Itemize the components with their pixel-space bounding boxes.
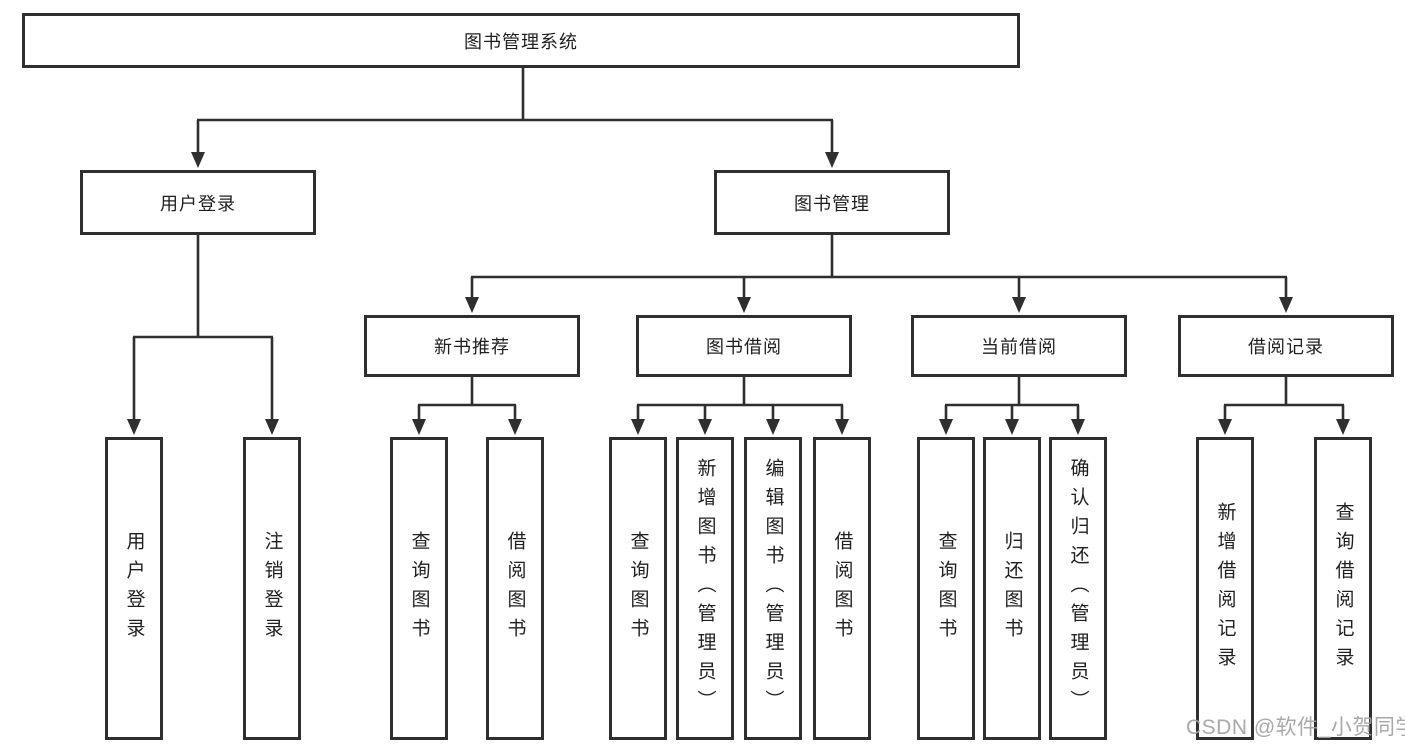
leaf-edit-book-admin: 编辑图书（管理员）	[744, 437, 802, 740]
leaf-return-book: 归还图书	[983, 437, 1041, 740]
node-user-login: 用户登录	[80, 170, 316, 235]
leaf-user-login: 用户登录	[105, 437, 163, 740]
watermark-text: CSDN @软件_小贺同学	[1186, 716, 1405, 739]
leaf-borrow-books: 借阅图书	[813, 437, 871, 740]
leaf-logout: 注销登录	[243, 437, 301, 740]
node-borrowing-records: 借阅记录	[1178, 315, 1394, 377]
node-book-management: 图书管理	[714, 170, 950, 235]
arrowheads	[127, 152, 1350, 435]
leaf-add-book-admin: 新增图书（管理员）	[676, 437, 734, 740]
leaf-confirm-return-admin: 确认归还（管理员）	[1049, 437, 1107, 740]
node-library-system: 图书管理系统	[22, 13, 1020, 68]
node-book-borrowing: 图书借阅	[636, 315, 852, 377]
leaf-query-books-current: 查询图书	[917, 437, 975, 740]
leaf-query-books-recommend: 查询图书	[390, 437, 448, 740]
leaf-borrow-books-recommend: 借阅图书	[486, 437, 544, 740]
node-current-borrowing: 当前借阅	[911, 315, 1127, 377]
node-new-book-recommend: 新书推荐	[364, 315, 580, 377]
leaf-query-books-borrow: 查询图书	[609, 437, 667, 740]
leaf-add-borrow-record: 新增借阅记录	[1196, 437, 1254, 740]
leaf-query-borrow-record: 查询借阅记录	[1314, 437, 1372, 740]
